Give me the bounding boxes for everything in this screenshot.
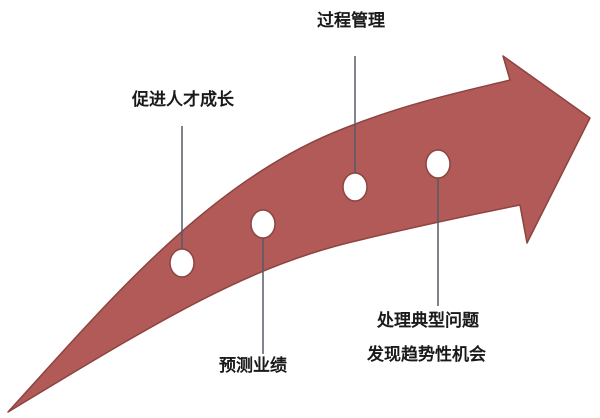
milestone-marker-3	[342, 172, 368, 202]
milestone-marker-4	[425, 149, 451, 179]
milestone-label-4-line-2: 发现趋势性机会	[367, 345, 486, 365]
milestone-label-3: 预测业绩	[219, 356, 287, 376]
growth-arrow	[7, 55, 591, 413]
milestone-label-1: 促进人才成长	[132, 90, 234, 110]
milestone-label-2: 过程管理	[317, 11, 385, 31]
milestone-marker-2	[250, 209, 276, 239]
milestone-label-4-line-1: 处理典型问题	[377, 311, 479, 331]
milestone-marker-1	[169, 248, 195, 278]
